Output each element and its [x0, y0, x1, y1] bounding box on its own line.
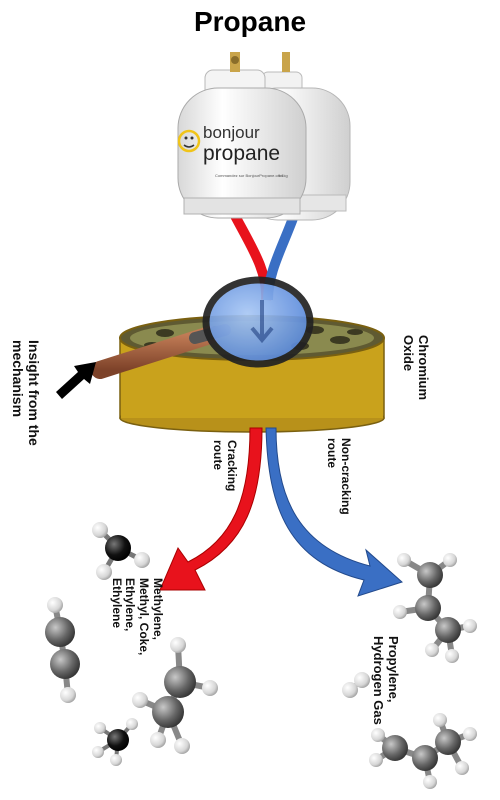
cylinder-brand-line2: propane	[203, 142, 280, 165]
bonjour-logo-icon	[177, 129, 201, 153]
insight-label: Insight from the mechanism	[9, 340, 42, 446]
cracking-route-arrow	[159, 427, 263, 591]
noncracking-route-label: Non-cracking route	[325, 438, 353, 515]
noncracking-molecules	[342, 553, 477, 789]
hydrogen-molecule	[342, 672, 370, 698]
noncracking-products-label: Propylene, Hydrogen Gas	[371, 636, 401, 725]
propane-cylinders: bonjour propane Commandez sur BonjourPro…	[177, 52, 351, 221]
catalyst-label: Chromium Oxide	[401, 335, 431, 400]
route-arrows	[159, 427, 403, 597]
propane-cylinder-front: bonjour propane Commandez sur BonjourPro…	[177, 52, 307, 219]
cylinder-weight: 9.1kg	[278, 173, 288, 178]
cracking-products-label: Methylene, Methyl, Coke, Ethylene, Ethyl…	[109, 578, 165, 656]
magnifying-glass-icon	[91, 276, 314, 379]
cylinder-small-text: Commandez sur BonjourPropane.com	[215, 173, 284, 178]
cracking-molecules	[45, 522, 218, 766]
cracking-route-label: Cracking route	[211, 440, 239, 492]
insight-arrow	[56, 362, 96, 399]
chromium-oxide-catalyst	[119, 315, 385, 433]
cylinder-brand-line1: bonjour	[203, 123, 260, 142]
noncracking-route-arrow	[265, 427, 403, 597]
page-title: Propane	[193, 6, 307, 37]
